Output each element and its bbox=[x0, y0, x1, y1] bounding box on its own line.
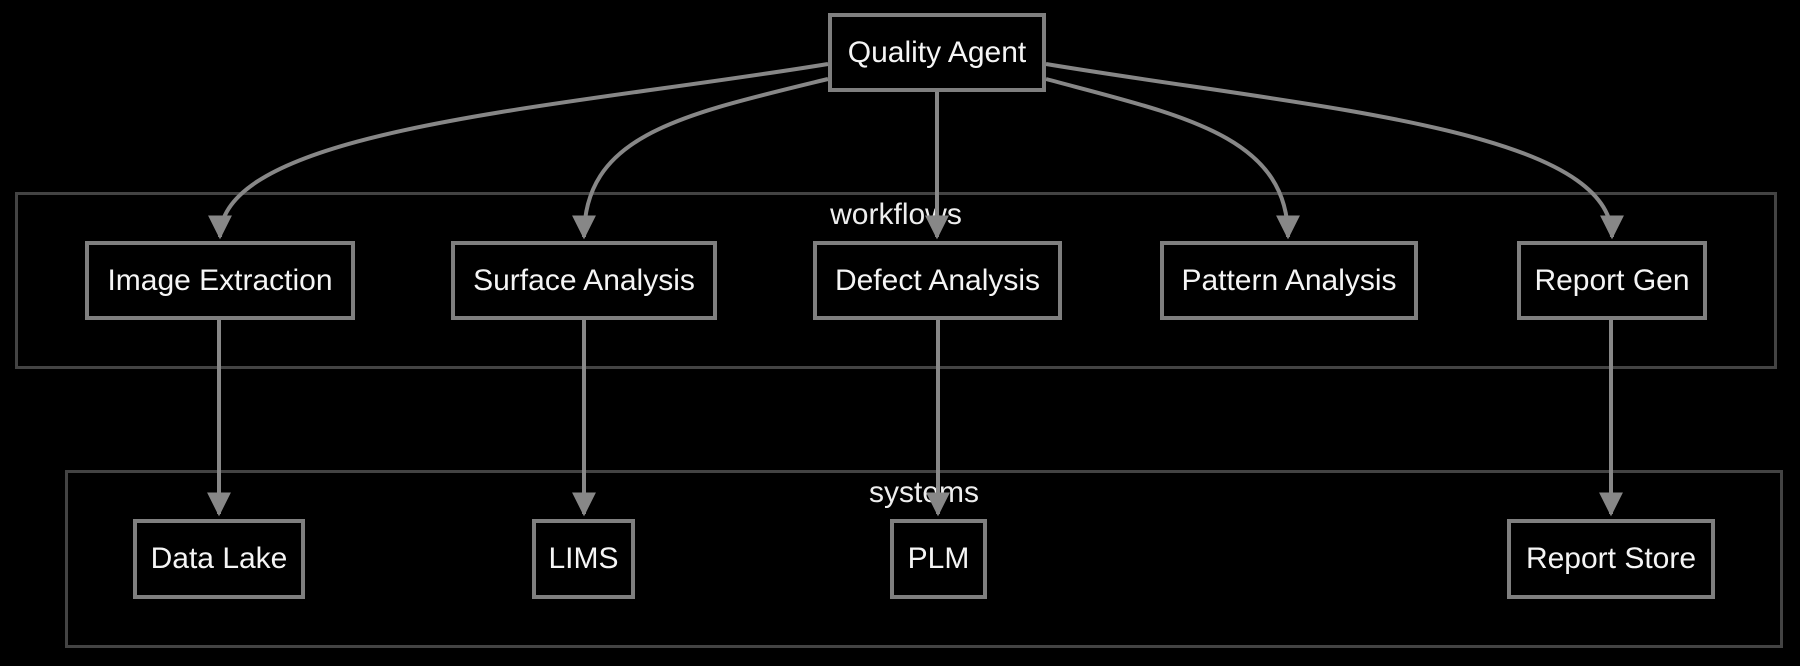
node-data-lake-label: Data Lake bbox=[150, 542, 288, 575]
cluster-workflows-label: workflows bbox=[830, 198, 962, 231]
node-report-gen: Report Gen bbox=[1517, 241, 1707, 320]
node-data-lake: Data Lake bbox=[133, 519, 305, 599]
node-pattern-analysis: Pattern Analysis bbox=[1160, 241, 1418, 320]
node-report-store: Report Store bbox=[1507, 519, 1715, 599]
node-report-store-label: Report Store bbox=[1525, 542, 1697, 575]
node-image-extraction-label: Image Extraction bbox=[107, 263, 333, 297]
cluster-systems bbox=[65, 470, 1783, 648]
node-defect-analysis-label: Defect Analysis bbox=[834, 263, 1041, 297]
node-quality-agent: Quality Agent bbox=[828, 13, 1046, 92]
node-pattern-analysis-label: Pattern Analysis bbox=[1181, 263, 1397, 297]
node-quality-agent-label: Quality Agent bbox=[847, 35, 1027, 69]
cluster-workflows bbox=[15, 192, 1777, 369]
node-plm: PLM bbox=[890, 519, 987, 599]
node-report-gen-label: Report Gen bbox=[1534, 263, 1690, 297]
cluster-systems-label: systems bbox=[868, 476, 979, 509]
node-lims: LIMS bbox=[532, 519, 635, 599]
node-lims-label: LIMS bbox=[548, 542, 619, 575]
node-plm-label: PLM bbox=[907, 542, 970, 575]
node-surface-analysis: Surface Analysis bbox=[451, 241, 717, 320]
node-defect-analysis: Defect Analysis bbox=[813, 241, 1062, 320]
node-image-extraction: Image Extraction bbox=[85, 241, 355, 320]
node-surface-analysis-label: Surface Analysis bbox=[473, 263, 695, 297]
